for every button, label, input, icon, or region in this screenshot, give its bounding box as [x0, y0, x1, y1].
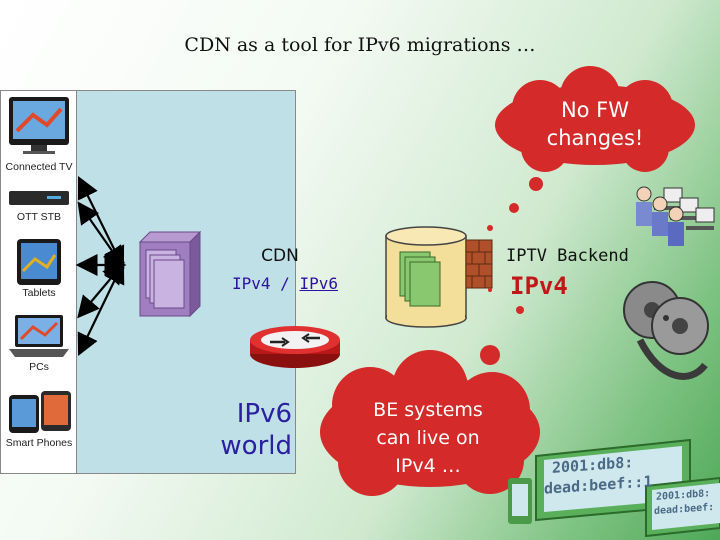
device-label-connected-tv: Connected TV — [5, 161, 73, 173]
device-arrows — [75, 176, 127, 356]
no-fw-line1: No FW — [560, 98, 630, 122]
ipv6-world-line2: world — [220, 431, 292, 461]
laptop-icon — [9, 315, 69, 357]
slide-title: CDN as a tool for IPv6 migrations … — [184, 34, 536, 56]
device-column: Connected TV OTT STB Tablets PCs Smart P… — [0, 90, 77, 474]
be-systems-line1: BE systems — [373, 399, 483, 421]
device-label-tablets: Tablets — [22, 287, 56, 299]
arrow-smart-phones — [77, 261, 125, 356]
tablet-icon — [17, 239, 61, 285]
be-systems-line3: IPv4 … — [395, 455, 461, 477]
no-fw-line2: changes! — [546, 126, 644, 150]
smartphone-icon — [9, 391, 71, 433]
address-screens — [508, 438, 720, 538]
cdn-label: CDN — [261, 246, 299, 266]
arrow-ott-stb — [77, 201, 125, 269]
be-systems-text: BE systems can live on IPv4 … — [358, 396, 498, 480]
iptv-backend-label: IPTV Backend — [506, 246, 629, 266]
router-icon — [250, 326, 340, 368]
arrow-connected-tv — [77, 176, 125, 269]
engineers-icon — [636, 186, 715, 246]
thought-bubbles — [480, 177, 543, 365]
be-systems-line2: can live on — [376, 427, 480, 449]
cdn-protocol-label: IPv4 / IPv6 — [220, 274, 350, 293]
set-top-box-icon — [9, 191, 69, 205]
device-label-smart-phones: Smart Phones — [5, 437, 73, 449]
device-label-pcs: PCs — [29, 361, 49, 373]
connected-tv-icon — [9, 97, 69, 154]
cdn-protocol-separator: / — [280, 274, 290, 293]
backend-storage-cylinder — [385, 226, 467, 328]
ipv6-world-label: IPv6 world — [196, 398, 292, 462]
no-fw-changes-cloud — [495, 66, 695, 172]
cdn-server-cube — [138, 230, 202, 318]
firewall-icon — [465, 239, 493, 289]
cdn-protocol-v4: IPv4 — [232, 274, 271, 293]
iptv-backend-protocol: IPv4 — [510, 272, 568, 300]
be-systems-cloud — [320, 350, 540, 496]
device-label-ott-stb: OTT STB — [16, 211, 62, 223]
no-fw-changes-text: No FW changes! — [530, 96, 660, 152]
cdn-protocol-v6: IPv6 — [299, 274, 338, 293]
ipv6-world-line1: IPv6 — [236, 399, 292, 429]
film-reels-icon — [623, 281, 709, 380]
